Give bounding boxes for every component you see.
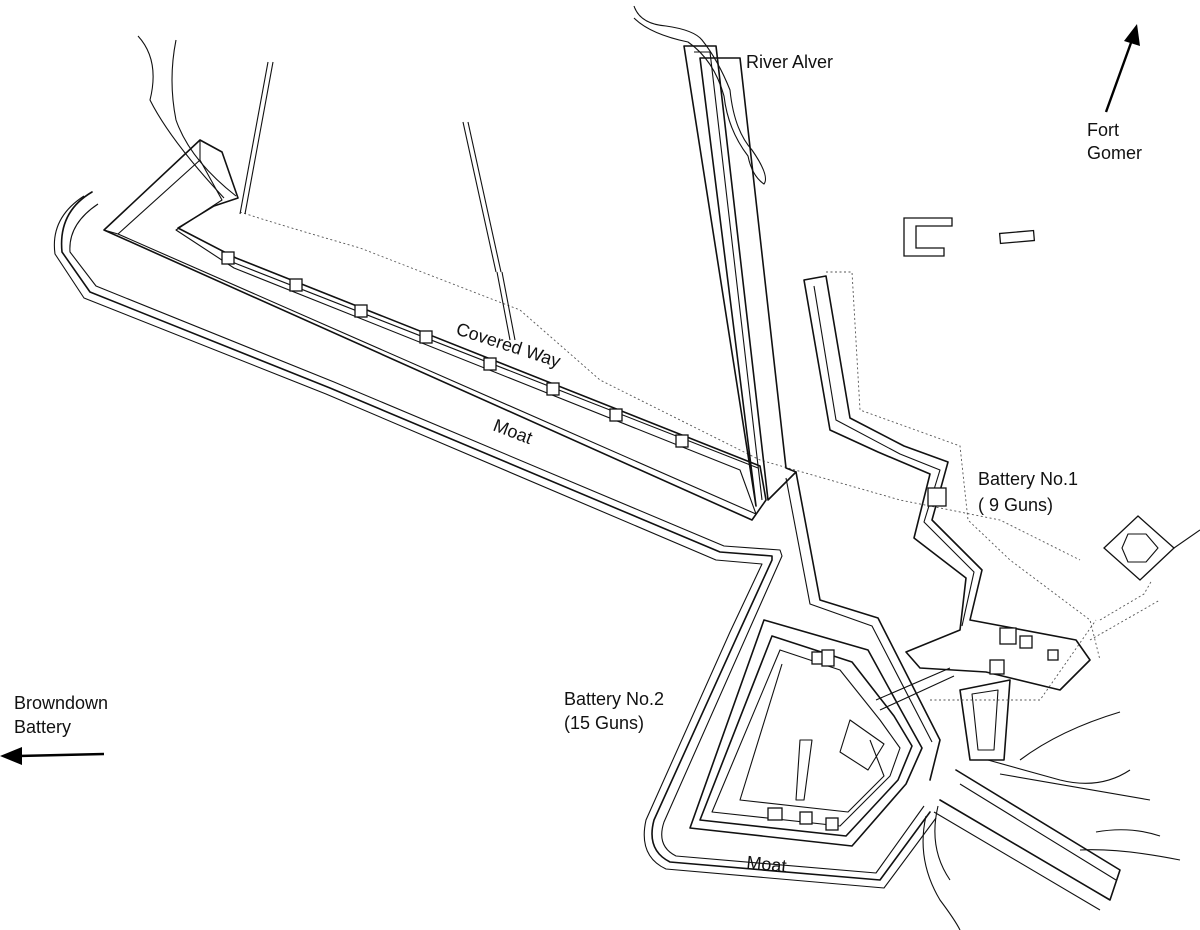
- battery-1-works: [803, 275, 1091, 691]
- label-battery-2-name: Battery No.2: [564, 689, 664, 709]
- label-battery-1-name: Battery No.1: [978, 469, 1078, 489]
- label-covered-way: Covered Way: [454, 319, 563, 372]
- outbuildings: [903, 217, 1200, 581]
- label-battery-2-guns: (15 Guns): [564, 713, 644, 733]
- label-fort-gomer-line2: Gomer: [1087, 143, 1142, 163]
- west-arrow-icon: [0, 747, 105, 765]
- label-browndown-line1: Browndown: [14, 693, 108, 713]
- glacis-line: [239, 211, 1081, 561]
- outer-moat: [53, 191, 937, 889]
- battery-1-outline: [826, 271, 1101, 661]
- battery-2-works: [689, 619, 923, 847]
- label-moat-lower: Moat: [746, 852, 788, 876]
- river-alver: [633, 5, 767, 185]
- jetties: [239, 61, 516, 341]
- label-fort-gomer-line1: Fort: [1087, 120, 1119, 140]
- label-browndown-line2: Battery: [14, 717, 71, 737]
- north-east-arrow-icon: [1104, 24, 1140, 113]
- stream-northwest: [137, 35, 225, 199]
- southeast-roads: [875, 667, 1181, 930]
- main-rampart: [103, 139, 767, 521]
- casemates: [221, 251, 689, 448]
- label-battery-1-guns: ( 9 Guns): [978, 495, 1053, 515]
- label-river-alver: River Alver: [746, 52, 833, 72]
